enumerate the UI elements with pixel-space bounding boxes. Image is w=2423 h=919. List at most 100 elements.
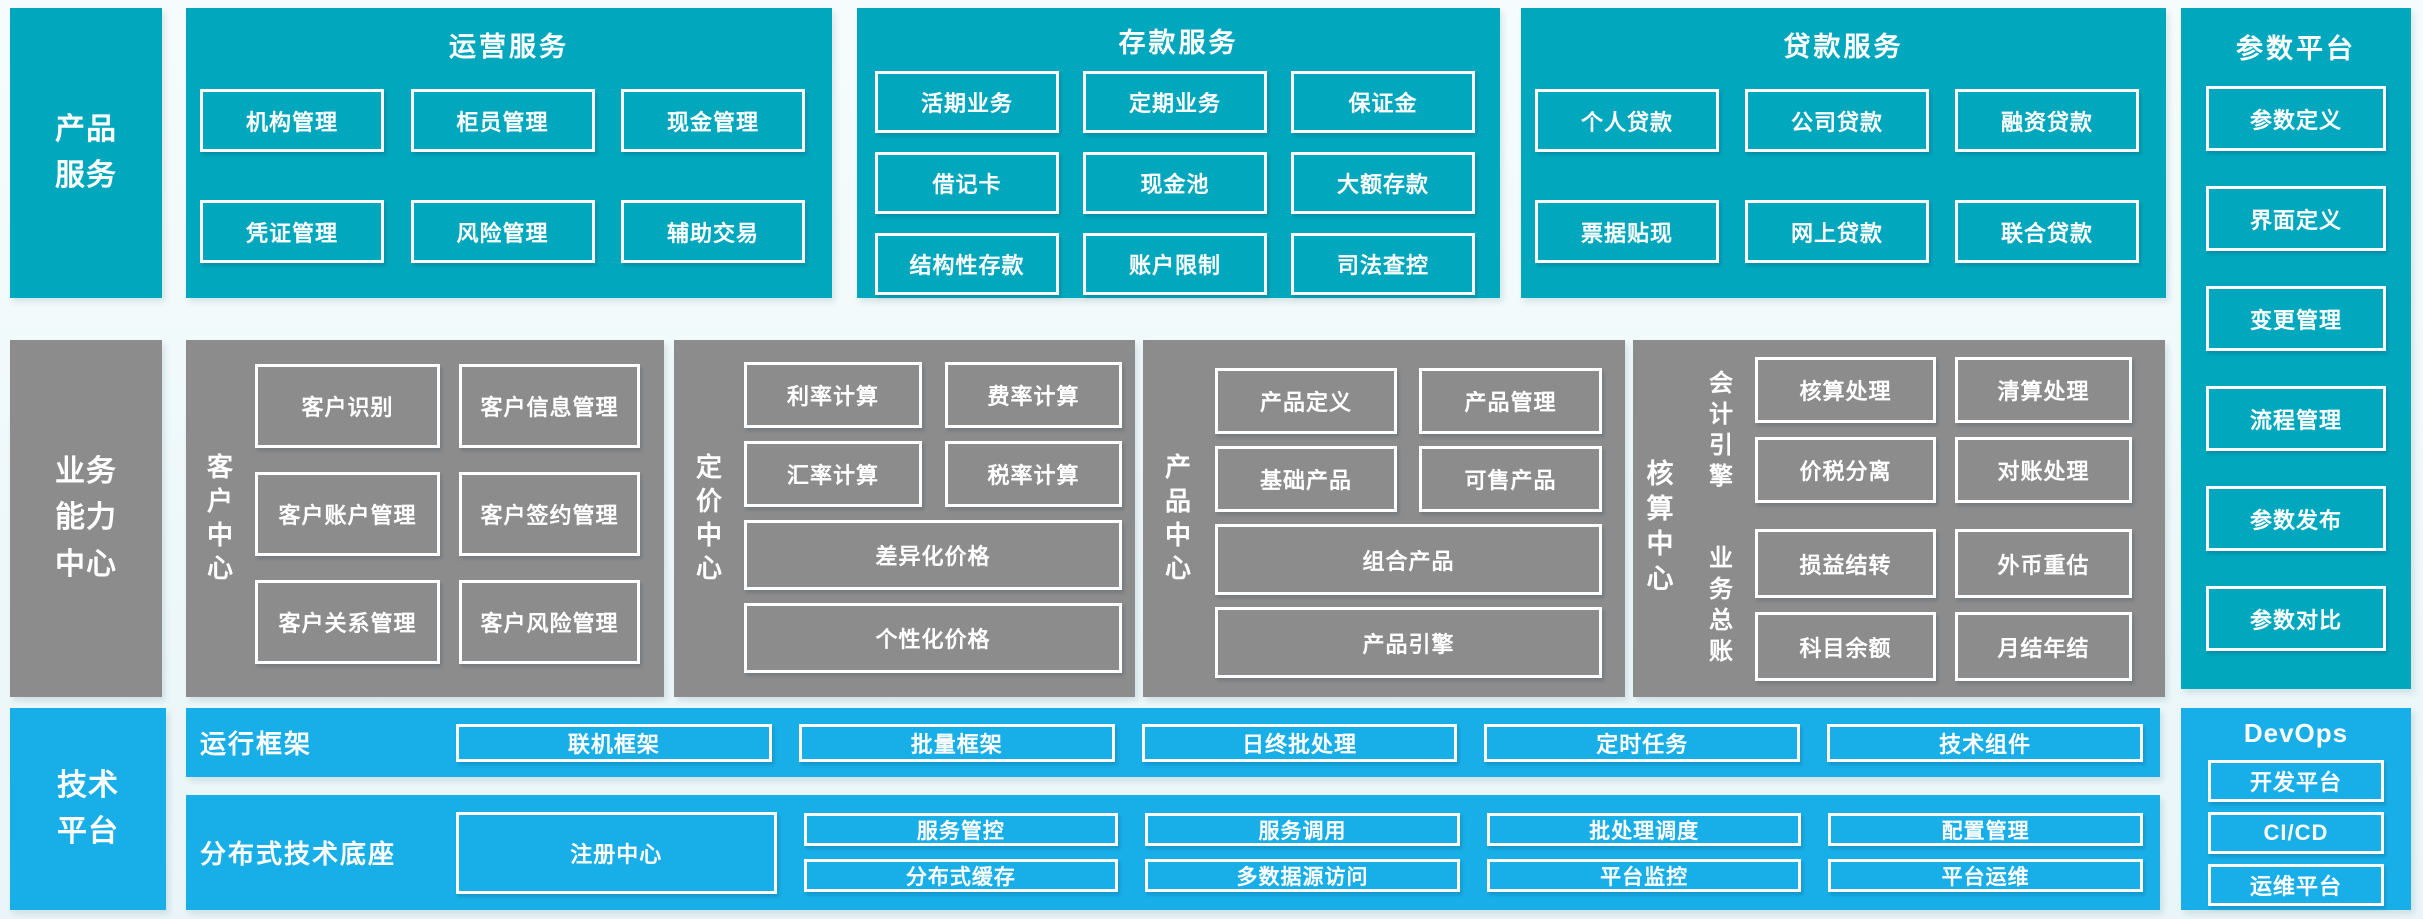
diagram-box: 税率计算 [945,441,1122,507]
row-label-distributed-base: 分布式技术底座 [200,839,397,869]
diagram-box: 日终批处理 [1141,723,1458,762]
diagram-box: 费率计算 [945,362,1122,428]
section-pricing-center: 定价中心 利率计算 费率计算 汇率计算 税率计算 差异化价格 个性化价格 [674,340,1135,697]
diagram-box: 公司贷款 [1745,89,1929,152]
diagram-box: 产品管理 [1419,368,1602,434]
side-label-text: 技术平台 [57,768,119,849]
diagram-box: 产品定义 [1215,368,1397,434]
diagram-box: 产品引擎 [1215,607,1602,678]
section-devops: DevOps 开发平台 CI/CD 运维平台 [2181,708,2411,910]
diagram-box: 技术组件 [1827,723,2143,762]
operations-grid: 机构管理 柜员管理 现金管理 凭证管理 风险管理 辅助交易 [186,65,832,263]
diagram-box: 客户签约管理 [459,472,640,556]
diagram-box: 定时任务 [1484,723,1801,762]
diagram-box: 利率计算 [744,362,922,428]
diagram-box: 凭证管理 [200,200,384,263]
diagram-box: 客户账户管理 [255,472,440,556]
diagram-box: 注册中心 [456,811,777,894]
diagram-box: 核算处理 [1755,357,1936,423]
diagram-box: 外币重估 [1955,529,2132,598]
diagram-box: 司法查控 [1291,233,1475,295]
product-grid: 产品定义 产品管理 基础产品 可售产品 组合产品 产品引擎 [1215,340,1625,697]
diagram-box: 价税分离 [1755,437,1936,503]
diagram-box: 流程管理 [2206,386,2386,451]
section-distributed-tech-base: 分布式技术底座 注册中心 服务管控 分布式缓存 服务调用 多数据源访问 批处理调… [186,795,2160,910]
diagram-box: 结构性存款 [875,233,1059,295]
diagram-box: 票据贴现 [1535,200,1719,263]
diagram-box: 参数定义 [2206,86,2386,151]
section-loan-services: 贷款服务 个人贷款 公司贷款 融资贷款 票据贴现 网上贷款 联合贷款 [1521,8,2166,298]
diagram-box: 客户关系管理 [255,580,440,664]
runtime-boxes: 联机框架 批量框架 日终批处理 定时任务 技术组件 [456,723,2160,762]
side-label-product-services: 产品服务 [10,8,162,298]
vertical-label-business-ledger: 业务总账 [1709,544,1733,666]
diagram-box: 联机框架 [456,723,772,762]
diagram-box: 辅助交易 [621,200,805,263]
diagram-box: 批处理调度 [1486,813,1802,846]
diagram-box: 借记卡 [875,152,1059,214]
side-label-text: 业务能力中心 [55,454,117,581]
section-runtime-framework: 运行框架 联机框架 批量框架 日终批处理 定时任务 技术组件 [186,708,2160,777]
diagram-box: 开发平台 [2208,760,2384,802]
diagram-box: 差异化价格 [744,520,1122,590]
section-title-parameter-platform: 参数平台 [2236,34,2356,64]
diagram-box: 月结年结 [1955,612,2132,681]
section-parameter-platform: 参数平台 参数定义 界面定义 变更管理 流程管理 参数发布 参数对比 [2181,8,2411,689]
diagram-box: 客户信息管理 [459,364,640,448]
box-stack: 配置管理 平台运维 [1828,813,2143,892]
diagram-box: 科目余额 [1755,612,1936,681]
diagram-box: 客户识别 [255,364,440,448]
diagram-box: 基础产品 [1215,446,1397,512]
diagram-box: 界面定义 [2206,186,2386,251]
diagram-box: 账户限制 [1083,233,1267,295]
section-title-loans: 贷款服务 [1783,32,1904,62]
section-product-center: 产品中心 产品定义 产品管理 基础产品 可售产品 组合产品 产品引擎 [1143,340,1625,697]
vertical-label-accounting-center: 核算中心 [1646,458,1674,595]
customer-grid: 客户识别 客户信息管理 客户账户管理 客户签约管理 客户关系管理 客户风险管理 [255,340,664,697]
diagram-box: 参数发布 [2206,486,2386,551]
diagram-box: 柜员管理 [410,89,595,152]
diagram-box: 对账处理 [1955,437,2132,503]
side-label-business-capability-center: 业务能力中心 [10,340,162,697]
diagram-box: 清算处理 [1955,357,2132,423]
parameter-list: 参数定义 界面定义 变更管理 流程管理 参数发布 参数对比 [2181,69,2411,651]
diagram-box: 现金管理 [621,89,805,152]
accounting-engine-grid: 核算处理 清算处理 价税分离 对账处理 [1755,357,2132,503]
accounting-group-engine: 会计引擎 核算处理 清算处理 价税分离 对账处理 [1707,357,2132,503]
diagram-box: 配置管理 [1828,813,2143,846]
diagram-box: 多数据源访问 [1145,859,1460,892]
vertical-label-product-center: 产品中心 [1165,451,1192,584]
diagram-box: 服务管控 [803,813,1119,846]
diagram-box: 批量框架 [798,723,1115,762]
diagram-box: 大额存款 [1291,152,1475,214]
vertical-label-pricing-center: 定价中心 [696,451,723,584]
diagram-box: 现金池 [1083,152,1267,214]
side-label-technology-platform: 技术平台 [10,708,166,910]
vertical-label-customer-center: 客户中心 [207,451,234,584]
box-stack: 批处理调度 平台监控 [1486,813,1802,892]
diagram-box: 参数对比 [2206,586,2386,651]
diagram-box: 平台运维 [1828,859,2143,892]
diagram-box: 风险管理 [410,200,595,263]
section-title-devops: DevOps [2243,718,2349,748]
section-deposit-services: 存款服务 活期业务 定期业务 保证金 借记卡 现金池 大额存款 结构性存款 账户… [857,8,1500,298]
diagram-box: CI/CD [2208,812,2384,854]
section-title-deposits: 存款服务 [1118,28,1239,58]
deposits-grid: 活期业务 定期业务 保证金 借记卡 现金池 大额存款 结构性存款 账户限制 司法… [857,53,1500,295]
box-stack: 服务管控 分布式缓存 [803,813,1119,892]
diagram-box: 机构管理 [200,89,384,152]
accounting-groups: 会计引擎 核算处理 清算处理 价税分离 对账处理 业务总账 损益结转 外币重估 … [1707,357,2132,697]
diagram-box: 分布式缓存 [803,859,1119,892]
section-accounting-center: 核算中心 会计引擎 核算处理 清算处理 价税分离 对账处理 业务总账 损 [1633,340,2165,697]
section-operations-services: 运营服务 机构管理 柜员管理 现金管理 凭证管理 风险管理 辅助交易 [186,8,832,298]
diagram-box: 服务调用 [1145,813,1460,846]
vertical-label-accounting-engine: 会计引擎 [1709,369,1733,491]
diagram-box: 汇率计算 [744,441,922,507]
diagram-box: 保证金 [1291,71,1475,133]
box-stack: 服务调用 多数据源访问 [1145,813,1460,892]
diagram-box: 平台监控 [1486,859,1802,892]
section-customer-center: 客户中心 客户识别 客户信息管理 客户账户管理 客户签约管理 客户关系管理 客户… [186,340,664,697]
diagram-box: 网上贷款 [1745,200,1929,263]
diagram-box: 活期业务 [875,71,1059,133]
